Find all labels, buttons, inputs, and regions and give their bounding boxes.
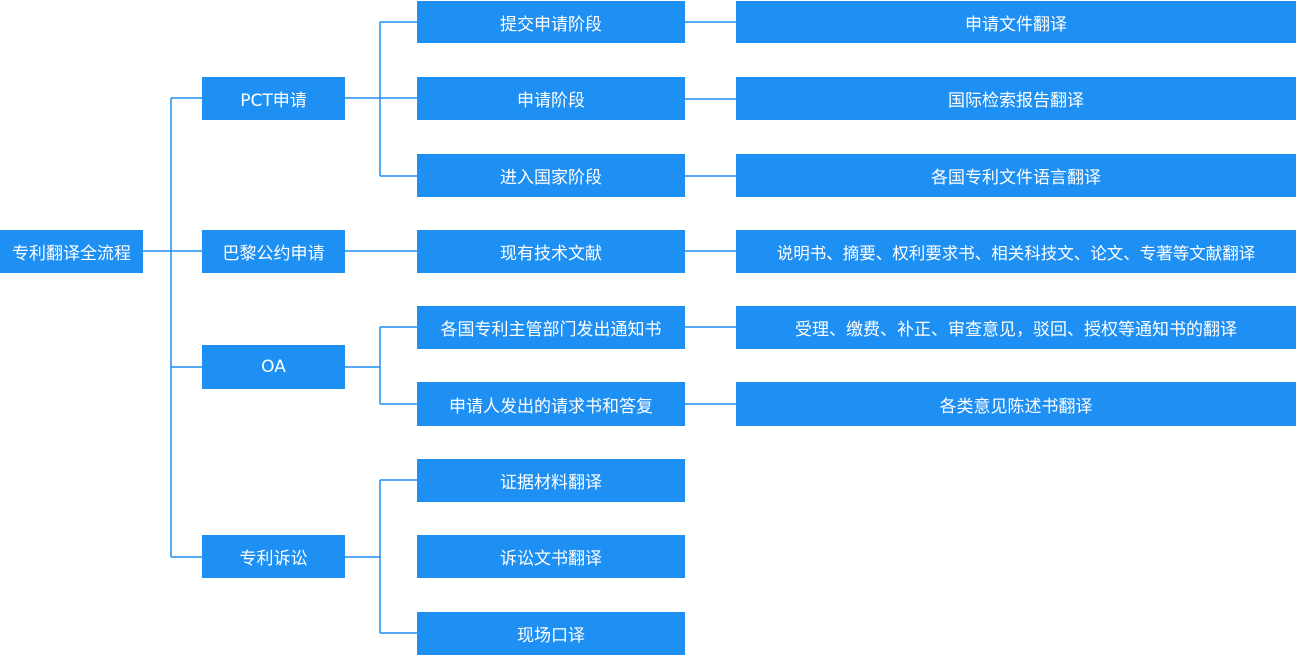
stage-evidence-translation: 证据材料翻译 bbox=[417, 459, 685, 502]
root-node: 专利翻译全流程 bbox=[0, 230, 143, 273]
stage-national-entry: 进入国家阶段 bbox=[417, 154, 685, 197]
translation-notices: 受理、缴费、补正、审查意见，驳回、授权等通知书的翻译 bbox=[736, 306, 1296, 349]
translation-national-languages: 各国专利文件语言翻译 bbox=[736, 154, 1296, 197]
translation-application-files: 申请文件翻译 bbox=[736, 1, 1296, 43]
stage-onsite-interpretation: 现场口译 bbox=[417, 612, 685, 655]
stage-litigation-documents: 诉讼文书翻译 bbox=[417, 535, 685, 578]
stage-applicant-response: 申请人发出的请求书和答复 bbox=[417, 382, 685, 426]
category-oa: OA bbox=[202, 345, 345, 389]
translation-search-report: 国际检索报告翻译 bbox=[736, 77, 1296, 120]
category-paris-convention: 巴黎公约申请 bbox=[202, 230, 345, 273]
stage-prior-art: 现有技术文献 bbox=[417, 230, 685, 273]
translation-literature: 说明书、摘要、权利要求书、相关科技文、论文、专著等文献翻译 bbox=[736, 230, 1296, 273]
stage-submission: 提交申请阶段 bbox=[417, 1, 685, 43]
stage-application: 申请阶段 bbox=[417, 77, 685, 120]
category-pct: PCT申请 bbox=[202, 77, 345, 120]
category-litigation: 专利诉讼 bbox=[202, 535, 345, 578]
stage-office-notice: 各国专利主管部门发出通知书 bbox=[417, 306, 685, 349]
translation-opinion-statements: 各类意见陈述书翻译 bbox=[736, 382, 1296, 426]
